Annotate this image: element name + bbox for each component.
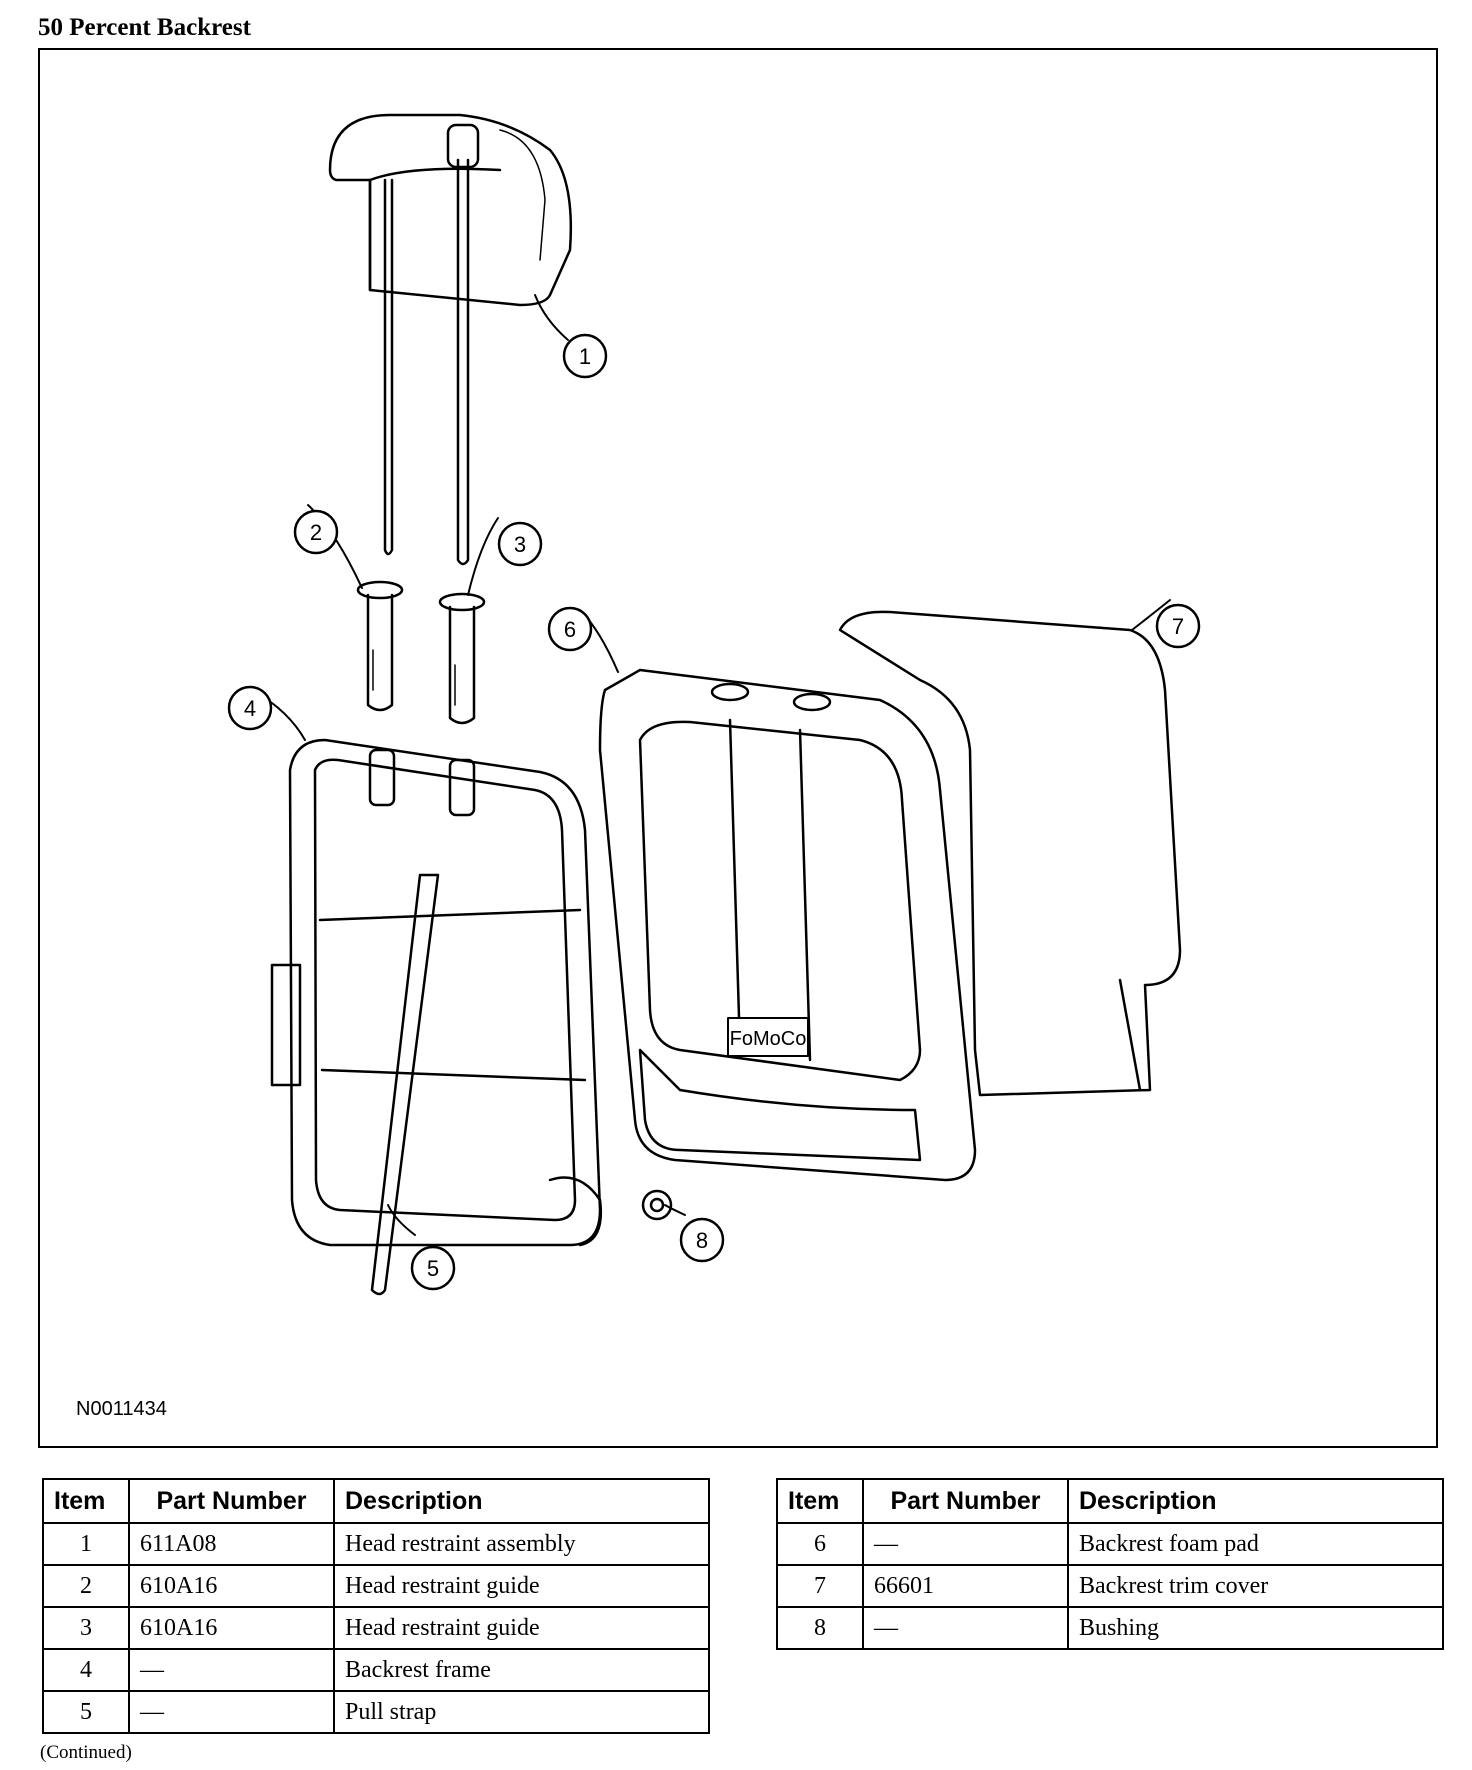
pull-strap-drawing bbox=[370, 873, 440, 1296]
cell-description: Bushing bbox=[1067, 1606, 1444, 1650]
cell-item: 2 bbox=[42, 1564, 130, 1608]
svg-text:4: 4 bbox=[244, 696, 256, 721]
callout-3: 3 bbox=[497, 521, 543, 567]
parts-table-left: Item Part Number Description 1 611A08 He… bbox=[42, 1478, 710, 1734]
cell-part-number: 610A16 bbox=[128, 1606, 335, 1650]
callout-8: 8 bbox=[679, 1217, 725, 1263]
cell-item: 7 bbox=[776, 1564, 864, 1608]
cell-item: 1 bbox=[42, 1522, 130, 1566]
figure-id: N0011434 bbox=[76, 1398, 167, 1420]
header-item: Item bbox=[42, 1478, 130, 1524]
cell-description: Head restraint assembly bbox=[333, 1522, 710, 1566]
cell-description: Head restraint guide bbox=[333, 1564, 710, 1608]
cell-description: Backrest frame bbox=[333, 1648, 710, 1692]
cell-item: 5 bbox=[42, 1690, 130, 1734]
cell-part-number: 611A08 bbox=[128, 1522, 335, 1566]
table-row: 2 610A16 Head restraint guide bbox=[42, 1564, 710, 1608]
table-row: 4 — Backrest frame bbox=[42, 1648, 710, 1692]
cell-part-number: — bbox=[128, 1690, 335, 1734]
head-restraint-guide-drawing bbox=[356, 580, 486, 725]
backrest-exploded-diagram: FoMoCo 1 2 bbox=[227, 113, 1201, 1296]
cell-part-number: 610A16 bbox=[128, 1564, 335, 1608]
bushing-drawing bbox=[641, 1189, 673, 1221]
header-item: Item bbox=[776, 1478, 864, 1524]
table-header-row: Item Part Number Description bbox=[776, 1478, 1444, 1524]
callout-5: 5 bbox=[410, 1245, 456, 1291]
cell-description: Pull strap bbox=[333, 1690, 710, 1734]
callout-6: 6 bbox=[547, 606, 593, 652]
table-row: 3 610A16 Head restraint guide bbox=[42, 1606, 710, 1650]
table-row: 1 611A08 Head restraint assembly bbox=[42, 1522, 710, 1566]
fomoco-logo-box bbox=[727, 1017, 809, 1057]
table-row: 5 — Pull strap bbox=[42, 1690, 710, 1734]
exploded-view-figure: FoMoCo 1 2 bbox=[38, 48, 1438, 1448]
header-description: Description bbox=[333, 1478, 710, 1524]
cell-description: Backrest trim cover bbox=[1067, 1564, 1444, 1608]
head-restraint-assembly-drawing bbox=[328, 113, 573, 566]
svg-text:7: 7 bbox=[1172, 614, 1184, 639]
svg-text:1: 1 bbox=[579, 344, 591, 369]
cell-item: 6 bbox=[776, 1522, 864, 1566]
table-row: 6 — Backrest foam pad bbox=[776, 1522, 1444, 1566]
page-title: 50 Percent Backrest bbox=[38, 14, 251, 41]
callout-2: 2 bbox=[293, 509, 339, 555]
svg-text:2: 2 bbox=[310, 520, 322, 545]
backrest-trim-cover-drawing bbox=[838, 610, 1182, 1097]
table-header-row: Item Part Number Description bbox=[42, 1478, 710, 1524]
cell-item: 8 bbox=[776, 1606, 864, 1650]
callout-4: 4 bbox=[227, 685, 273, 731]
fomoco-logo-text: FoMoCo bbox=[730, 1028, 807, 1050]
cell-part-number: — bbox=[128, 1648, 335, 1692]
cell-description: Backrest foam pad bbox=[1067, 1522, 1444, 1566]
callout-7: 7 bbox=[1155, 603, 1201, 649]
table-row: 7 66601 Backrest trim cover bbox=[776, 1564, 1444, 1608]
header-description: Description bbox=[1067, 1478, 1444, 1524]
cell-description: Head restraint guide bbox=[333, 1606, 710, 1650]
cell-part-number: — bbox=[862, 1606, 1069, 1650]
header-part-number: Part Number bbox=[862, 1478, 1069, 1524]
svg-text:5: 5 bbox=[427, 1256, 439, 1281]
cell-item: 3 bbox=[42, 1606, 130, 1650]
cell-part-number: 66601 bbox=[862, 1564, 1069, 1608]
callout-1: 1 bbox=[562, 333, 608, 379]
cell-item: 4 bbox=[42, 1648, 130, 1692]
continued-note: (Continued) bbox=[40, 1742, 132, 1763]
parts-table-right: Item Part Number Description 6 — Backres… bbox=[776, 1478, 1444, 1650]
svg-text:3: 3 bbox=[514, 532, 526, 557]
backrest-frame-drawing bbox=[270, 738, 603, 1247]
table-row: 8 — Bushing bbox=[776, 1606, 1444, 1650]
svg-text:6: 6 bbox=[564, 617, 576, 642]
backrest-foam-pad-drawing bbox=[598, 668, 977, 1182]
header-part-number: Part Number bbox=[128, 1478, 335, 1524]
svg-text:8: 8 bbox=[696, 1228, 708, 1253]
cell-part-number: — bbox=[862, 1522, 1069, 1566]
